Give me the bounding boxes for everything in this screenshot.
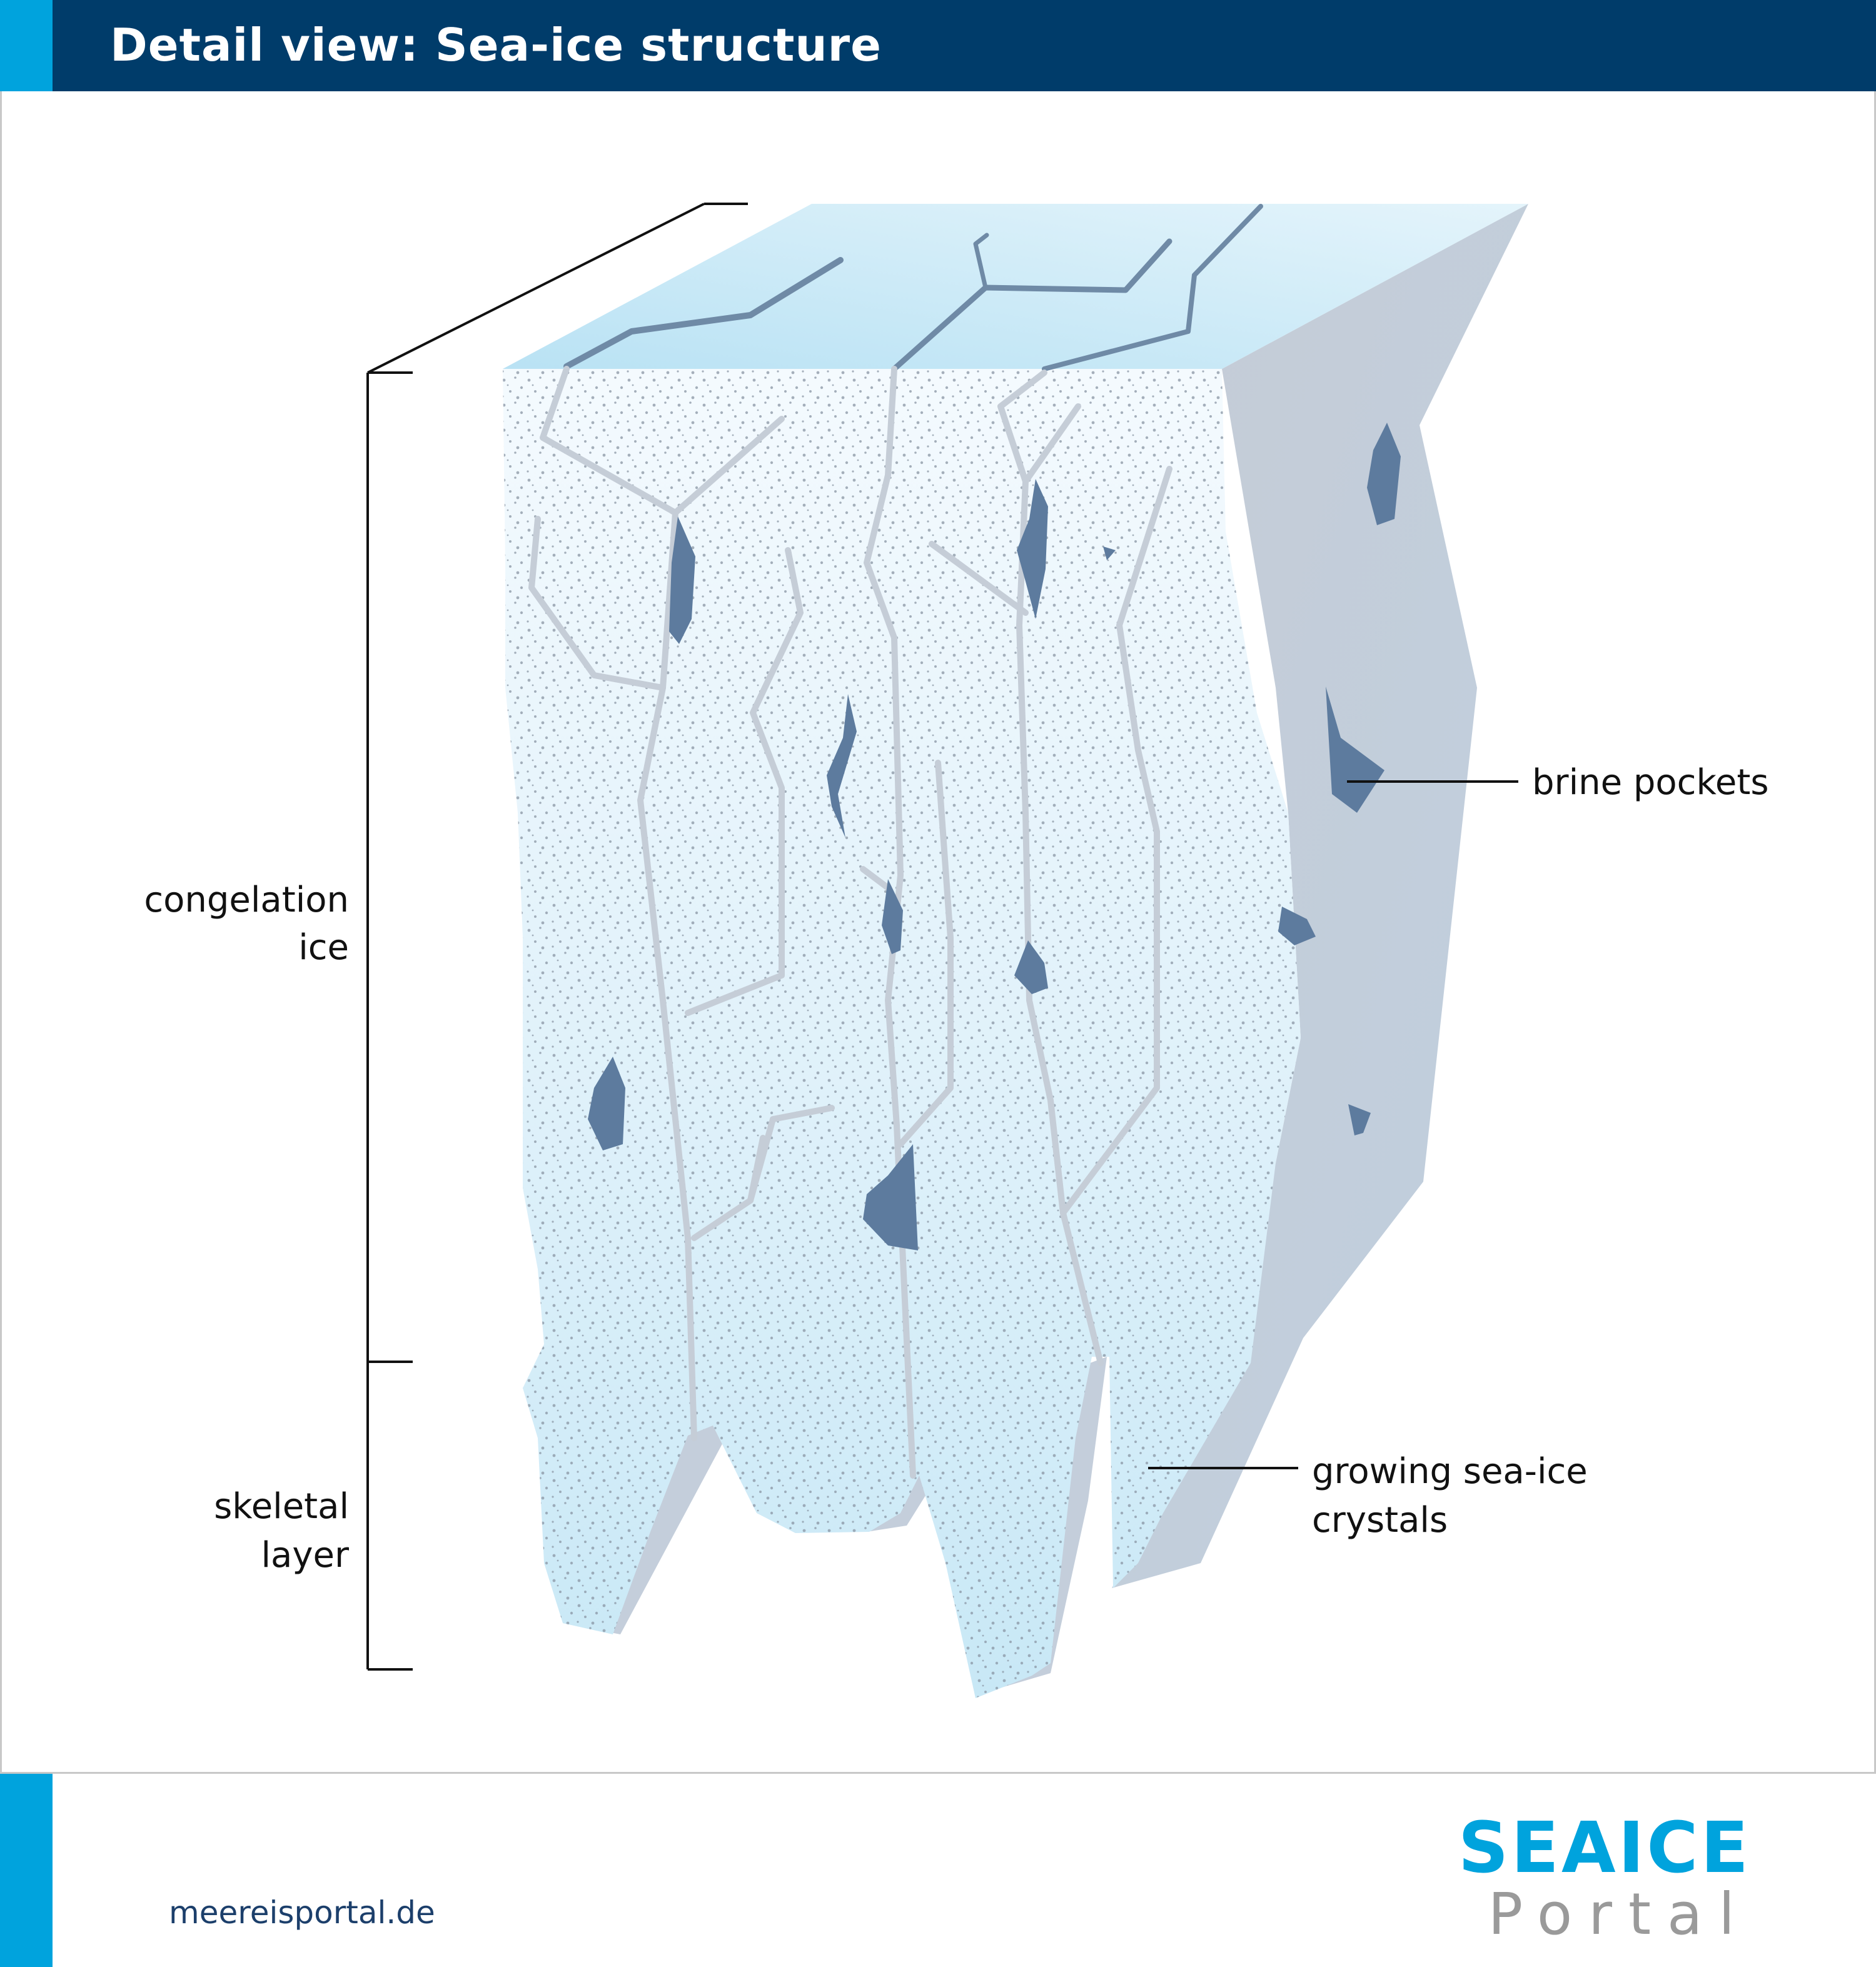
page-title: Detail view: Sea-ice structure [110, 19, 882, 71]
header-accent-stripe [0, 0, 53, 91]
brine-pocket-7 [588, 1057, 625, 1150]
ice-speckle-texture [503, 369, 1301, 1698]
logo-wordmark-bottom: Portal [1488, 1881, 1751, 1948]
ice-block-side-face [1112, 204, 1528, 1588]
brine-pocket-11 [1278, 907, 1316, 945]
label-congelation-ice-line2: ice [298, 927, 349, 968]
content-frame [0, 91, 1876, 1772]
label-skeletal-layer-line1: skeletal [214, 1486, 349, 1527]
brine-pocket-8 [863, 1144, 918, 1250]
brine-pockets [588, 423, 1401, 1250]
layer-bracket [366, 203, 748, 1671]
label-growing-crystals-line1: growing sea-ice [1312, 1451, 1588, 1492]
label-growing-crystals-line2: crystals [1312, 1500, 1448, 1541]
brine-pocket-5 [1103, 546, 1116, 560]
brine-pocket-1 [669, 516, 695, 644]
brine-pocket-4 [1017, 479, 1048, 619]
header-bar [0, 0, 1876, 91]
brine-pocket-6 [1014, 940, 1048, 994]
label-skeletal-layer-line2: layer [261, 1535, 350, 1576]
footer-accent-stripe [0, 1774, 53, 1967]
seaice-portal-logo: SEAICE Portal [1458, 1811, 1770, 1948]
brine-pocket-2 [827, 694, 857, 838]
label-brine-pockets: brine pockets [1532, 762, 1769, 803]
brine-pocket-9 [1367, 423, 1401, 525]
brine-pocket-3 [882, 879, 903, 954]
label-congelation-ice-line1: congelation [144, 880, 349, 920]
logo-wordmark-top: SEAICE [1458, 1808, 1751, 1889]
surface-cracks [563, 204, 1263, 372]
grain-boundaries [528, 366, 1172, 1479]
footer-divider [0, 1772, 1876, 1774]
footer-url: meereisportal.de [169, 1894, 435, 1931]
brine-pocket-12 [1348, 1104, 1371, 1135]
